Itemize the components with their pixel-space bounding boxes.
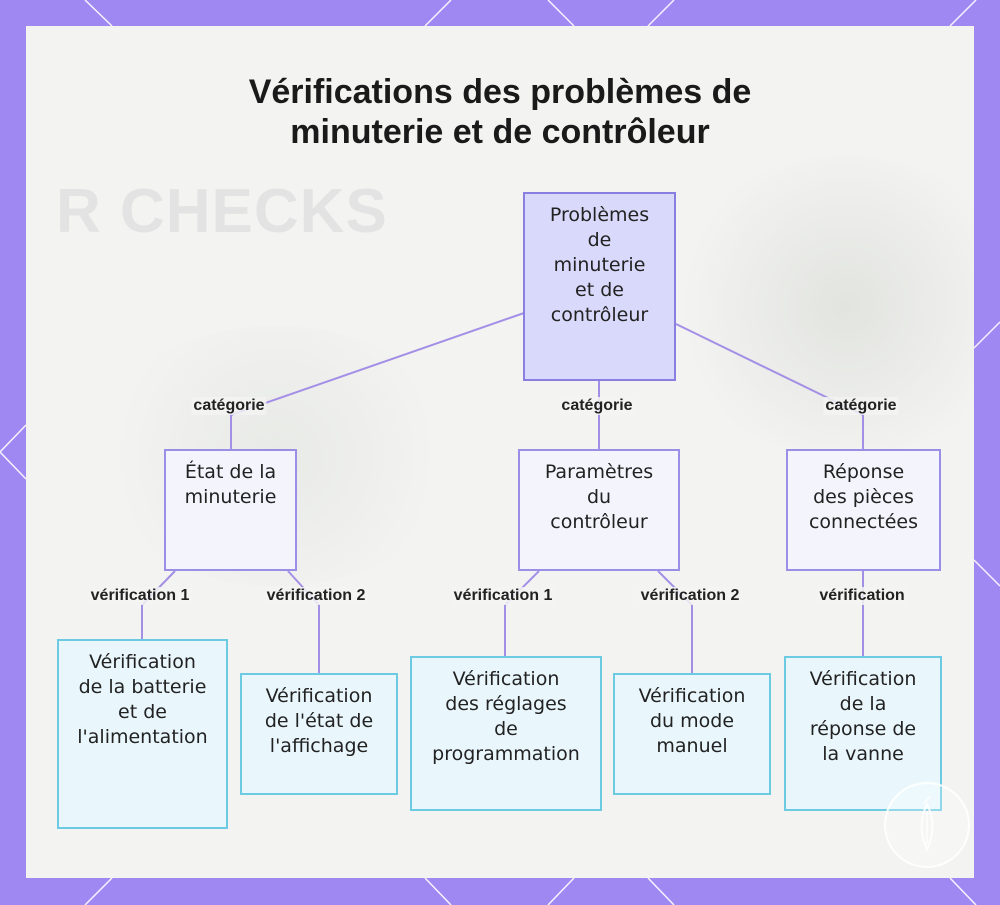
title-line-1: Vérifications des problèmes de [248, 73, 752, 111]
background-watermark-text: R CHECKS [56, 177, 388, 246]
edge-root-to-parts [675, 323, 864, 451]
carrot-logo-icon [884, 782, 970, 868]
edge-label-check2-timer: vérification 2 [264, 587, 368, 605]
diagram-title: Vérifications des problèmes de minuterie… [0, 72, 1000, 152]
edge-label-check-parts: vérification [817, 587, 907, 605]
check-programming-line-3: de [494, 718, 518, 740]
check-manual-line-3: manuel [656, 735, 728, 757]
category-node-controller-settings: Paramètres du contrôleur [518, 449, 680, 571]
category-controller-line-2: du [586, 486, 612, 508]
check-manual-line-2: du mode [649, 710, 735, 732]
root-node: Problèmes de minuterie et de contrôleur [523, 192, 676, 381]
category-parts-line-2: des pièces [813, 486, 914, 508]
edge-label-category-timer: catégorie [191, 397, 267, 415]
check-programming-line-2: des réglages [445, 693, 567, 715]
category-parts-line-1: Réponse [822, 461, 905, 483]
check-node-manual-mode: Vérification du mode manuel [613, 673, 771, 795]
edge-controller-to-programming [504, 570, 540, 657]
edge-label-category-controller: catégorie [559, 397, 635, 415]
edge-label-check2-controller: vérification 2 [638, 587, 742, 605]
check-node-display-state: Vérification de l'état de l'affichage [240, 673, 398, 795]
check-battery-line-2: de la batterie [78, 676, 207, 698]
edge-timer-to-display [287, 570, 320, 674]
check-programming-line-1: Vérification [452, 668, 560, 690]
title-line-2: minuterie et de contrôleur [290, 113, 710, 151]
check-node-battery-power: Vérification de la batterie et de l'alim… [57, 639, 228, 829]
root-line-2: de [587, 229, 612, 251]
edge-label-check1-controller: vérification 1 [451, 587, 555, 605]
category-timer-line-2: minuterie [184, 486, 277, 508]
category-controller-line-1: Paramètres [544, 461, 654, 483]
check-node-programming-settings: Vérification des réglages de programmati… [410, 656, 602, 811]
edge-timer-to-battery [141, 570, 176, 641]
check-battery-line-4: l'alimentation [77, 726, 208, 748]
check-valve-line-3: réponse de [809, 718, 917, 740]
category-timer-line-1: État de la [184, 461, 277, 483]
root-line-3: minuterie [553, 254, 646, 276]
edge-root-to-timer [230, 312, 525, 451]
check-valve-line-2: de la [839, 693, 887, 715]
root-line-5: contrôleur [550, 304, 649, 326]
check-battery-line-3: et de [118, 701, 167, 723]
carrot-logo-glyph [920, 795, 934, 853]
check-programming-line-4: programmation [432, 743, 580, 765]
check-manual-line-1: Vérification [638, 685, 746, 707]
check-display-line-2: de l'état de [264, 710, 374, 732]
edge-controller-to-manual [657, 570, 693, 674]
category-parts-line-3: connectées [808, 511, 919, 533]
category-node-timer-state: État de la minuterie [164, 449, 297, 571]
root-line-4: et de [575, 279, 624, 301]
background-blur-dark [666, 156, 974, 456]
check-valve-line-1: Vérification [809, 668, 917, 690]
check-valve-line-4: la vanne [822, 743, 904, 765]
check-battery-line-1: Vérification [89, 651, 196, 673]
root-line-1: Problèmes [549, 204, 650, 226]
check-display-line-1: Vérification [265, 685, 373, 707]
check-display-line-3: l'affichage [269, 735, 369, 757]
category-controller-line-3: contrôleur [550, 511, 648, 533]
edge-label-check1-timer: vérification 1 [88, 587, 192, 605]
category-node-connected-parts: Réponse des pièces connectées [786, 449, 941, 571]
edge-label-category-parts: catégorie [823, 397, 899, 415]
